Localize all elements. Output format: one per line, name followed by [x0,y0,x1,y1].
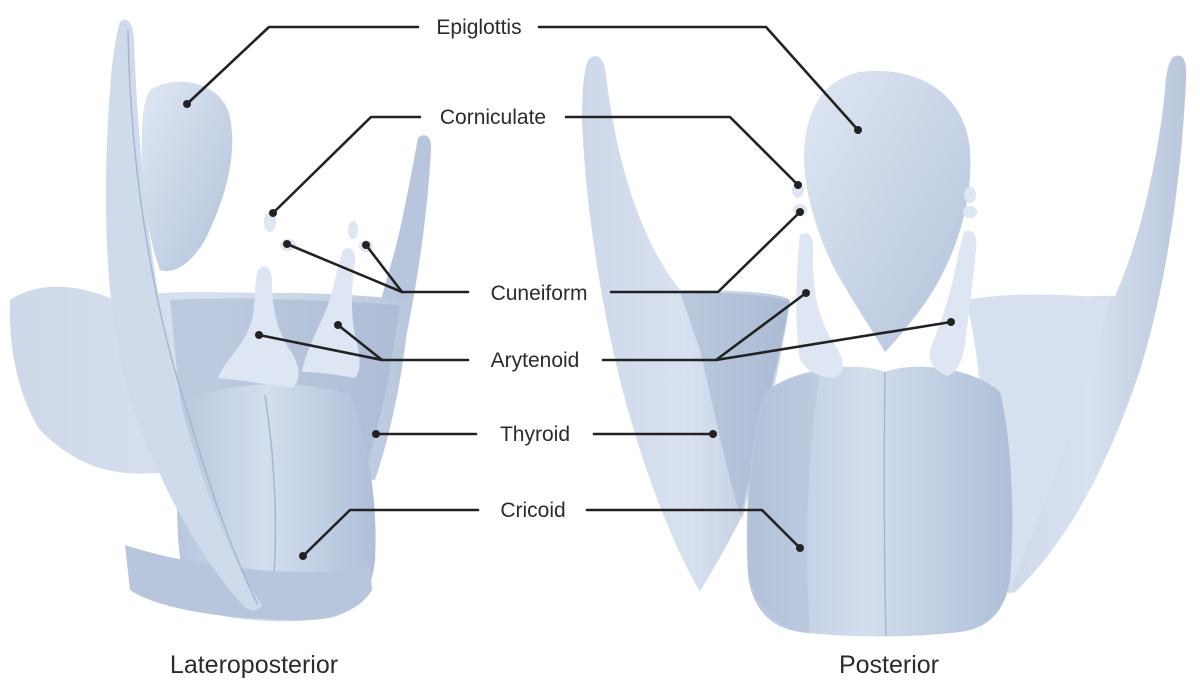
epiglottis-left [141,81,233,272]
arytenoid-right-2 [929,230,977,376]
cricoid-dot-right [796,544,804,552]
thyroid-lamina-right-view-left-shadow [680,292,790,520]
arytenoid-leader-left-b [336,323,384,362]
corniculate-nub-right-2 [964,187,976,203]
cricoid-ring-left [125,545,372,620]
cuneiform-nub-right-2 [963,206,977,218]
label-cricoid: Cricoid [500,499,565,522]
label-corniculate: Corniculate [440,106,546,129]
cricoid-leader-right [585,508,802,550]
cricoid-dot-left [299,552,307,560]
label-arytenoid: Arytenoid [491,349,580,372]
arytenoid-dot-left-a [255,331,263,339]
epiglottis-leader-left [185,25,420,106]
cricoid-leader-left [301,508,480,558]
epiglottis-right [804,70,971,352]
corniculate-leader-left [271,115,422,215]
cuneiform-leader-left-a [285,242,470,294]
label-epiglottis: Epiglottis [436,16,521,39]
structure-labels: Epiglottis Corniculate Cuneiform Aryteno… [436,16,587,522]
corniculate-leader-right [564,115,800,187]
label-cuneiform: Cuneiform [491,282,588,305]
arytenoid-left-1 [218,266,299,388]
thyroid-dot-right [709,430,717,438]
thyroid-horn-left-front [105,19,262,611]
thyroid-horn-left-front-edge [127,29,259,606]
view-captions: Lateroposterior Posterior [170,651,939,679]
arytenoid-dot-right-a [802,289,810,297]
arytenoid-dot-right-b [947,318,955,326]
epiglottis-dot-right [854,126,862,134]
cuneiform-dot-left-a [283,240,291,248]
arytenoid-dot-left-b [334,321,342,329]
arytenoid-leader-right-b [714,320,953,362]
cricoid-shade-right [748,372,820,634]
cuneiform-dot-left-b [362,241,370,249]
caption-lateroposterior: Lateroposterior [170,651,338,679]
label-thyroid: Thyroid [500,423,570,446]
corniculate-dot-right [794,181,802,189]
cuneiform-dot-right [796,208,804,216]
cricoid-cartilage-right [746,366,1013,637]
posterior-illustration [582,55,1187,637]
leader-lines [185,25,953,558]
caption-posterior: Posterior [839,651,939,679]
cuneiform-leader-left-b [364,243,404,294]
cricoid-ridge-right [883,371,887,637]
thyroid-dot-left [372,430,380,438]
leader-endpoints [183,100,955,560]
cuneiform-leader-right [609,210,802,294]
epiglottis-leader-right [537,25,860,132]
corniculate-dot-left [269,209,277,217]
lateroposterior-illustration [9,19,432,622]
corniculate-nub-left-2 [348,221,358,239]
epiglottis-dot-left [183,100,191,108]
